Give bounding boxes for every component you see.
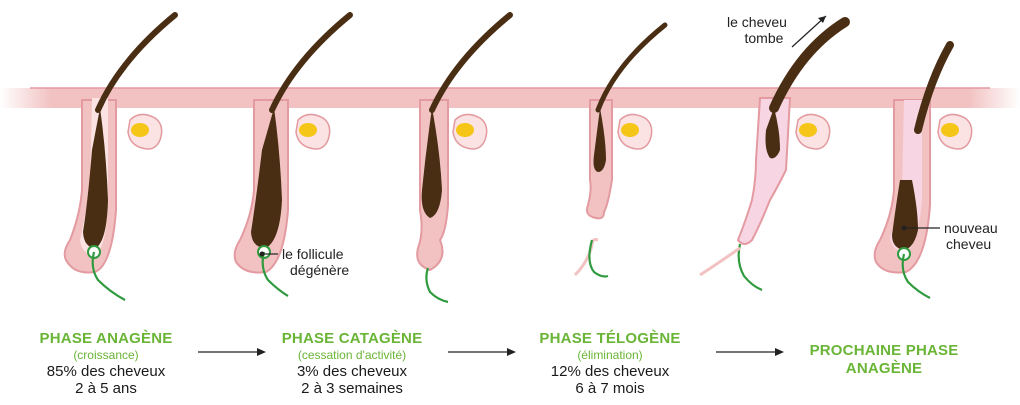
annotation-hair-falls-line2: tombe: [727, 30, 787, 46]
phase-anagen-percentage: 85% des cheveux: [16, 363, 196, 380]
phase-anagen-title: PHASE ANAGÈNE: [16, 330, 196, 348]
phase-catagen-duration: 2 à 3 semaines: [262, 380, 442, 397]
annotation-new-hair-line2: cheveu: [944, 236, 998, 252]
phase-anagen: PHASE ANAGÈNE (croissance) 85% des cheve…: [16, 330, 196, 397]
follicle-telogen: [575, 25, 665, 277]
arrow-catagen-to-telogen: [448, 346, 516, 358]
skin-surface: [0, 88, 1020, 108]
annotation-follicle-degenerates-line1: le follicule: [282, 246, 349, 262]
phase-next-anagen-title-line1: PROCHAINE PHASE: [794, 342, 974, 360]
phase-telogen-title: PHASE TÉLOGÈNE: [520, 330, 700, 348]
phase-next-anagen-title-line2: ANAGÈNE: [794, 360, 974, 378]
phase-telogen-percentage: 12% des cheveux: [520, 363, 700, 380]
annotation-hair-falls-line1: le cheveu: [727, 14, 787, 30]
arrow-anagen-to-catagen: [198, 346, 266, 358]
annotation-follicle-degenerates-line2: dégénère: [282, 262, 349, 278]
phase-anagen-subtitle: (croissance): [16, 348, 196, 363]
annotation-new-hair: nouveau cheveu: [944, 220, 998, 252]
phase-telogen-duration: 6 à 7 mois: [520, 380, 700, 397]
phase-next-anagen: PROCHAINE PHASE ANAGÈNE: [794, 342, 974, 378]
phase-catagen-subtitle: (cessation d'activité): [262, 348, 442, 363]
annotation-new-hair-line1: nouveau: [944, 220, 998, 236]
phase-telogen: PHASE TÉLOGÈNE (élimination) 12% des che…: [520, 330, 700, 397]
hair-cycle-illustration: [0, 0, 1020, 310]
phase-catagen-percentage: 3% des cheveux: [262, 363, 442, 380]
follicle-anagen: [65, 15, 175, 300]
follicle-new-anagen: [875, 45, 972, 298]
arrow-telogen-to-next-anagen: [716, 346, 784, 358]
annotation-hair-falls: le cheveu tombe: [727, 14, 787, 46]
phase-telogen-subtitle: (élimination): [520, 348, 700, 363]
phase-catagen-title: PHASE CATAGÈNE: [262, 330, 442, 348]
follicle-transition: [417, 15, 510, 302]
phase-catagen: PHASE CATAGÈNE (cessation d'activité) 3%…: [262, 330, 442, 397]
annotation-follicle-degenerates: le follicule dégénère: [282, 246, 349, 278]
follicle-shedding: [700, 16, 845, 290]
phase-anagen-duration: 2 à 5 ans: [16, 380, 196, 397]
